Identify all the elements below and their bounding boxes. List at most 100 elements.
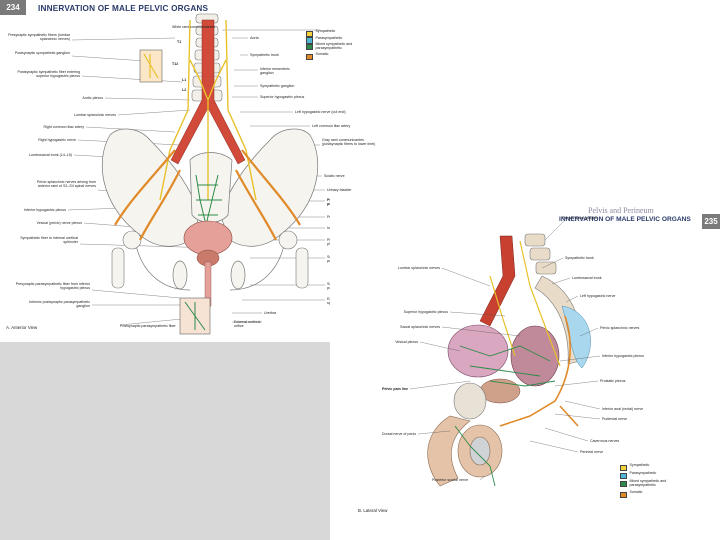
legend-swatch	[306, 37, 313, 44]
level-marker: T1	[177, 40, 182, 44]
label-lumbosacral-trunk: Lumbosacral trunk	[572, 276, 602, 280]
label-vesical-nerve-plexus: Vesical (pelvic) nerve plexus	[36, 221, 82, 225]
legend-swatch	[620, 464, 627, 471]
background-panel	[0, 342, 330, 540]
legend-swatch	[306, 43, 313, 50]
legend-label: Parasympathetic	[315, 35, 343, 40]
legend-item: Mixed sympathetic and parasympathetic	[620, 479, 684, 491]
leader-lines	[409, 219, 601, 481]
label-paravertebral-ganglion: Paravertebral ganglion	[562, 216, 599, 220]
label-prostatic-plexus: Prostatic plexus	[600, 379, 626, 383]
label-inferior-mesenteric-ganglion: Inferior mesenteric ganglion	[260, 67, 290, 75]
legend-swatch	[620, 472, 627, 479]
page-number: 235	[702, 214, 720, 229]
label-dorsal-nerve-penis: Dorsal nerve of penis	[382, 432, 416, 436]
label-perineal-nerve: Perineal nerve	[580, 450, 604, 454]
aorta	[170, 19, 246, 165]
section-title: Pelvis and Perineum	[588, 206, 654, 215]
legend-label: Somatic	[315, 52, 329, 56]
legend-label: Mixed sympathetic and parasympathetic	[315, 42, 353, 50]
view-label: A. Anterior View	[6, 325, 38, 330]
label-superior-hypogastric-plexus: Superior hypogastric plexus	[260, 95, 305, 99]
label-external-urethral-orifice: External urethral orifice	[234, 320, 261, 328]
label-aorta: Aorta	[250, 36, 259, 40]
page-title: INNERVATION OF MALE PELVIC ORGANS	[559, 216, 691, 223]
label-urinary-bladder: Urinary bladder	[327, 188, 352, 192]
level-marker: L1	[182, 78, 187, 82]
legend-label: Parasympathetic	[629, 471, 657, 475]
legend-item: Parasympathetic	[620, 471, 684, 480]
label-postsynaptic-fiber: Postsynaptic sympathetic fiber entering …	[17, 70, 80, 78]
lateral-illustration	[409, 219, 601, 487]
label-aortic-plexus: Aortic plexus	[82, 96, 103, 100]
label-left-common-iliac-artery: Left common iliac artery	[312, 124, 351, 128]
external-genitalia	[427, 415, 503, 487]
view-label: B. Lateral View	[358, 508, 388, 513]
label-left-hypogastric-nerve: Left hypogastric nerve	[580, 294, 616, 298]
legend-item: Mixed sympathetic and parasympathetic	[306, 42, 360, 53]
page-title: INNERVATION OF MALE PELVIC ORGANS	[38, 4, 209, 13]
legend-swatch	[620, 491, 627, 498]
label-postsynaptic-ganglion: Postsynaptic sympathetic ganglion	[14, 51, 70, 55]
label-inferior-anal-nerve: Inferior anal (rectal) nerve	[602, 407, 644, 411]
bladder-prostate	[183, 220, 233, 307]
legend-swatch	[306, 53, 313, 60]
level-marker: T12	[172, 62, 179, 66]
label-sciatic-nerve: Sciatic nerve	[324, 174, 345, 178]
label-presynaptic-sympathetic-fibers: Presynaptic sympathetic fibers (lumbar s…	[8, 33, 70, 41]
legend-item: Sympathetic	[306, 29, 360, 37]
label-presynaptic-parasympathetic-fiber: Presynaptic parasympathetic fiber from i…	[15, 282, 90, 290]
label-sympathetic-ganglion: Sympathetic ganglion	[260, 84, 295, 88]
label-vesical-plexus: Vesical plexus	[395, 340, 418, 344]
page-number: 234	[0, 0, 26, 15]
label-sympathetic-trunk: Sympathetic trunk	[565, 256, 594, 260]
legend-label: Sympathetic	[629, 463, 650, 467]
sympathetic-nerves	[159, 19, 257, 201]
somatic-nerves	[499, 315, 579, 427]
pubic-bone	[453, 382, 487, 420]
label-pelvic-splanchnic-nerves: Pelvic splanchnic nerves arising from an…	[36, 180, 96, 188]
label-pelvic-pain-line: Pelvic pain line	[382, 387, 408, 391]
legend-item: Somatic	[620, 490, 684, 499]
label-pudendal-nerve: Pudendal nerve	[602, 417, 628, 421]
label-superior-hypogastric-plexus: Superior hypogastric plexus	[403, 310, 448, 314]
pelvic-bones	[101, 128, 319, 291]
label-gray-rami: Gray rami communicantes (postsynaptic fi…	[322, 138, 376, 146]
sacral-surface	[561, 305, 591, 369]
legend-swatch	[306, 30, 313, 37]
anterior-illustration	[67, 13, 325, 335]
legend: Sympathetic Parasympathetic Mixed sympat…	[620, 463, 684, 499]
inset-ganglion-detail	[139, 49, 211, 335]
legend-label: Sympathetic	[315, 29, 336, 33]
label-lumbar-splanchnic-nerves: Lumbar splanchnic nerves	[398, 266, 440, 270]
legend-item: Somatic	[306, 52, 360, 60]
legend-label: Mixed sympathetic and parasympathetic	[629, 479, 667, 487]
legend: Sympathetic Parasympathetic Mixed sympat…	[306, 29, 360, 60]
femur-heads	[111, 230, 309, 289]
sympathetic-nerves	[489, 240, 561, 367]
legend-label: Somatic	[629, 490, 643, 494]
label-sympathetic-trunk: Sympathetic trunk	[250, 53, 279, 57]
label-postsynaptic-parasympathetic-fiber: Postsynaptic parasympathetic fiber	[120, 324, 176, 328]
label-lumbosacral-trunk: Lumbosacral trunk (L4–L5)	[29, 153, 72, 157]
page-lateral-view: Pelvis and Perineum INNERVATION OF MALE …	[330, 196, 720, 540]
label-intrinsic-ganglion: Intrinsic postsynaptic parasympathetic g…	[29, 300, 90, 308]
label-lumbar-splanchnic-nerves: Lumbar splanchnic nerves	[74, 113, 116, 117]
label-posterior-scrotal-nerve: Posterior scrotal nerve	[432, 478, 468, 482]
pelvic-organs	[447, 324, 560, 404]
legend-item: Parasympathetic	[306, 35, 360, 44]
label-white-rami: White rami communicantes	[172, 25, 216, 29]
label-cavernous-nerves: Cavernous nerves	[590, 439, 620, 443]
label-right-hypogastric-nerve: Right hypogastric nerve	[38, 138, 76, 142]
legend-item: Sympathetic	[620, 463, 684, 472]
label-left-hypogastric-nerve: Left hypogastric nerve (cut end)	[295, 110, 346, 114]
label-right-common-iliac-artery: Right common iliac artery	[43, 125, 84, 129]
level-marker: L2	[182, 88, 187, 92]
label-inferior-hypogastric-plexus: Inferior hypogastric plexus	[602, 354, 644, 358]
label-sacral-splanchnic-nerves: Sacral splanchnic nerves	[400, 325, 440, 329]
label-urethra: Urethra	[264, 311, 276, 315]
label-pelvic-splanchnic-nerves: Pelvic splanchnic nerves	[600, 326, 640, 330]
aorta	[479, 235, 516, 327]
legend-swatch	[620, 480, 627, 487]
mixed-plexus	[454, 345, 556, 487]
